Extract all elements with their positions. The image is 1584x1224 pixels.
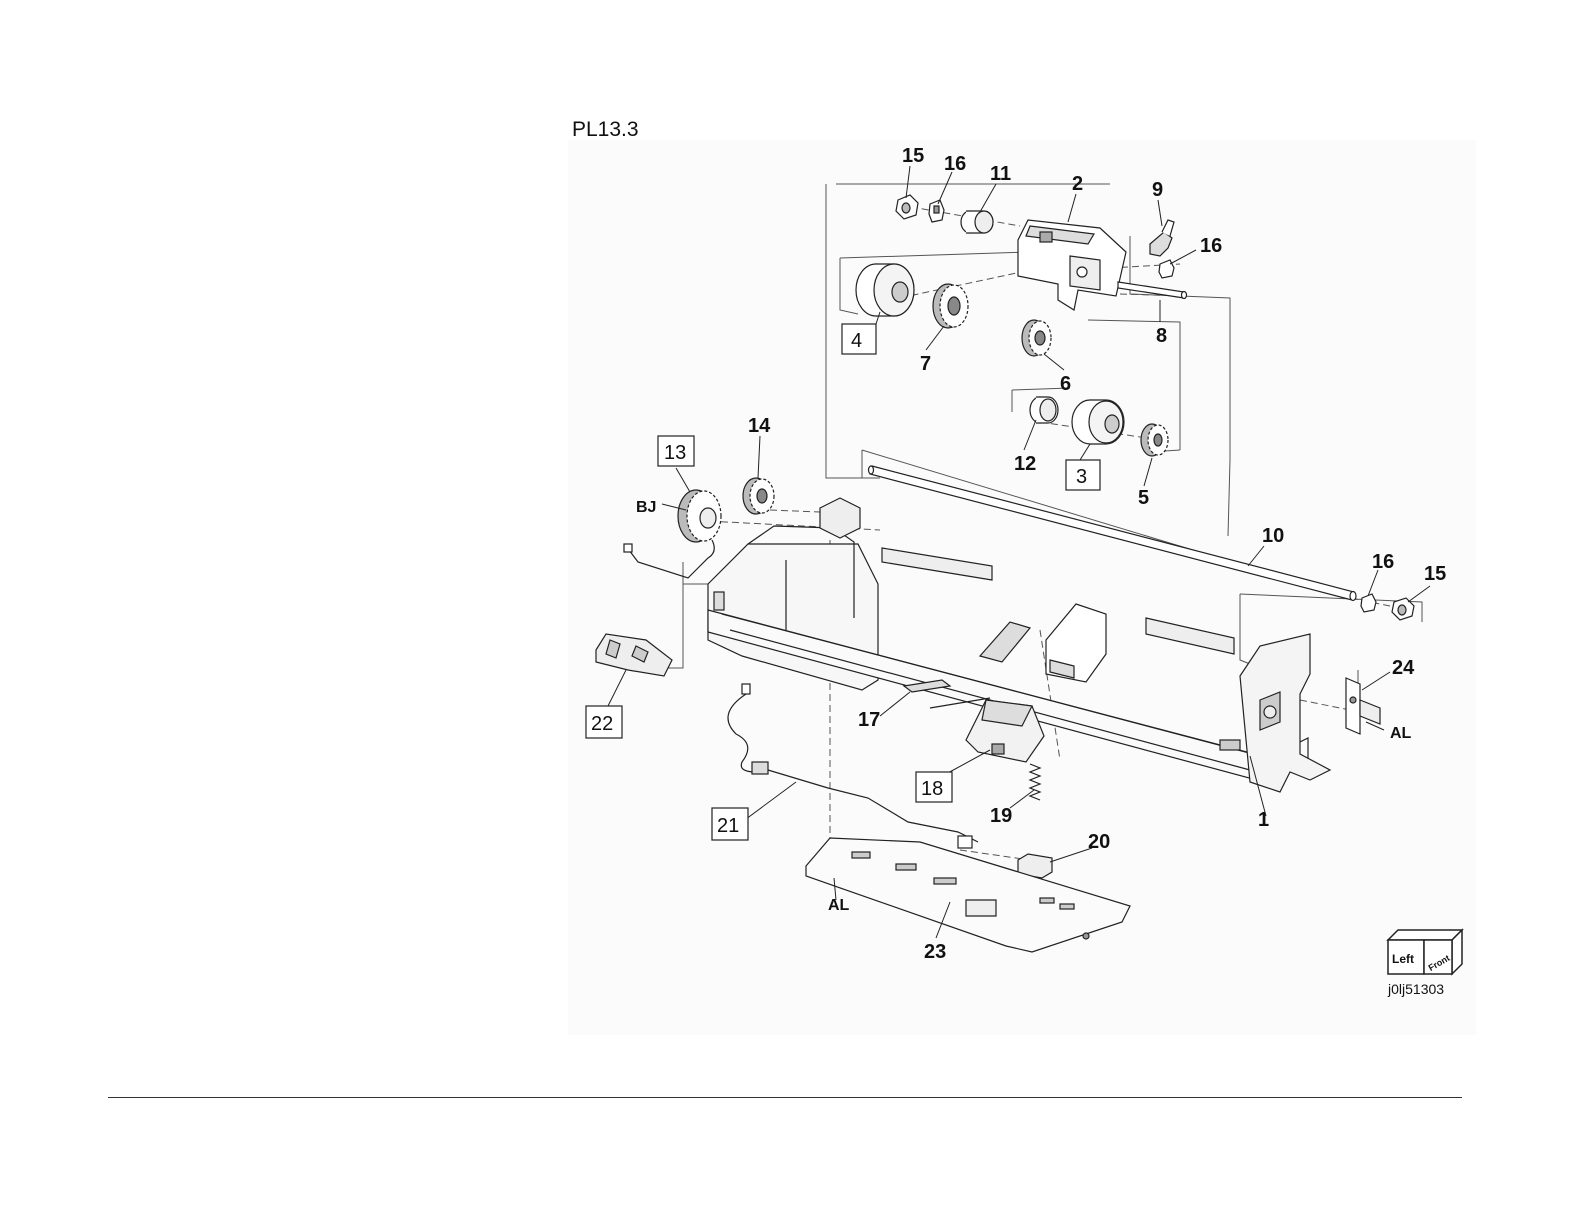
image-code: j0lj51303 (1387, 981, 1444, 997)
part-16-top (929, 200, 944, 222)
callout-14: 14 (748, 415, 771, 437)
callout-20: 20 (1088, 831, 1110, 853)
callout-al-bottom: AL (828, 897, 850, 914)
callout-17: 17 (858, 709, 880, 731)
callout-11: 11 (990, 163, 1011, 185)
boxed-callout-22: 22 (591, 713, 613, 735)
part-11-bushing (961, 211, 993, 233)
callout-16-right: 16 (1200, 235, 1222, 257)
part-5-gear (1141, 424, 1168, 456)
part-7-gear (933, 284, 968, 328)
plate-title: PL13.3 (572, 118, 639, 141)
callout-al-right: AL (1390, 725, 1412, 742)
callout-19: 19 (990, 805, 1012, 827)
callout-1: 1 (1258, 809, 1269, 831)
callout-6: 6 (1060, 373, 1071, 395)
callout-15-top: 15 (902, 145, 924, 167)
part-4-roller (856, 264, 914, 316)
callout-12: 12 (1014, 453, 1036, 475)
callout-bj: BJ (636, 499, 656, 516)
footer-rule (108, 1097, 1462, 1098)
callout-15-lower: 15 (1424, 563, 1446, 585)
boxed-callout-21: 21 (717, 815, 739, 837)
callout-7: 7 (920, 353, 931, 375)
callout-23: 23 (924, 941, 946, 963)
part-12-collar (1030, 397, 1058, 423)
callout-10: 10 (1262, 525, 1284, 547)
orientation-cube: Left Front (1388, 930, 1462, 974)
callout-16-top: 16 (944, 153, 966, 175)
part-6-gear (1022, 320, 1051, 356)
callout-5: 5 (1138, 487, 1149, 509)
boxed-callout-18: 18 (921, 778, 943, 800)
callout-8: 8 (1156, 325, 1167, 347)
part-14-gear (743, 478, 774, 514)
callout-2: 2 (1072, 173, 1083, 195)
callout-9: 9 (1152, 179, 1163, 201)
boxed-callout-13: 13 (664, 442, 686, 464)
boxed-callout-4: 4 (851, 330, 862, 352)
boxed-callout-3: 3 (1076, 466, 1087, 488)
callout-16-lower: 16 (1372, 551, 1394, 573)
cube-left-face: Left (1392, 952, 1414, 966)
part-3-roller (1072, 400, 1124, 444)
callout-24: 24 (1392, 657, 1415, 679)
